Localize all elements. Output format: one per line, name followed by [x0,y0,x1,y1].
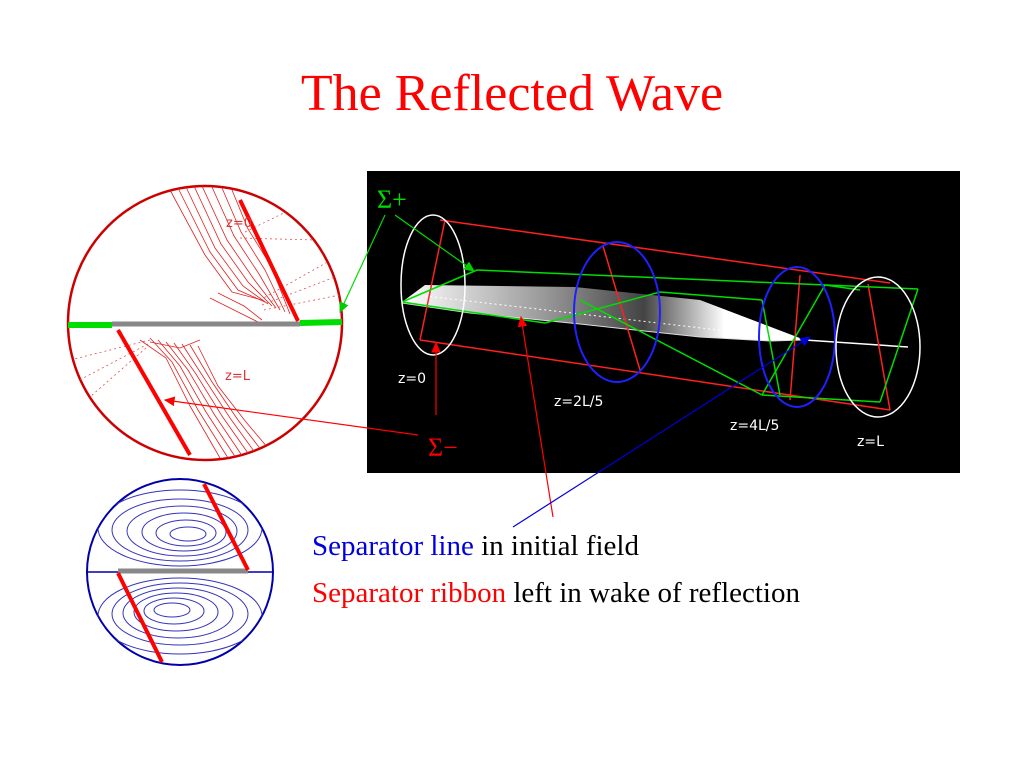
page-title: The Reflected Wave [300,65,724,122]
caption-separator-line-term: Separator line [312,530,474,562]
tube-label-z2L5: z=2L/5 [554,394,603,410]
circle-label-zL: z=L [225,369,251,384]
caption-separator-ribbon: Separator ribbon left in wake of reflect… [312,579,800,608]
sigma-plus-label: Σ+ [377,185,407,214]
caption-separator-line: Separator line in initial field [312,532,639,561]
caption-separator-ribbon-term: Separator ribbon [312,577,507,609]
circle-label-z0: z=0 [226,216,252,231]
sigma-minus-label: Σ− [428,433,458,462]
tube-label-zL: z=L [857,434,884,450]
tube-panel: z=0 z=2L/5 z=4L/5 z=L [367,171,960,473]
tube-label-z4L5: z=4L/5 [730,418,779,434]
caption-separator-line-desc: in initial field [473,530,639,562]
initial-field-circle [86,478,274,666]
cross-section-circle: z=0 z=L [66,184,344,462]
caption-separator-ribbon-desc: left in wake of reflection [506,577,800,609]
tube-label-z0: z=0 [398,371,426,387]
